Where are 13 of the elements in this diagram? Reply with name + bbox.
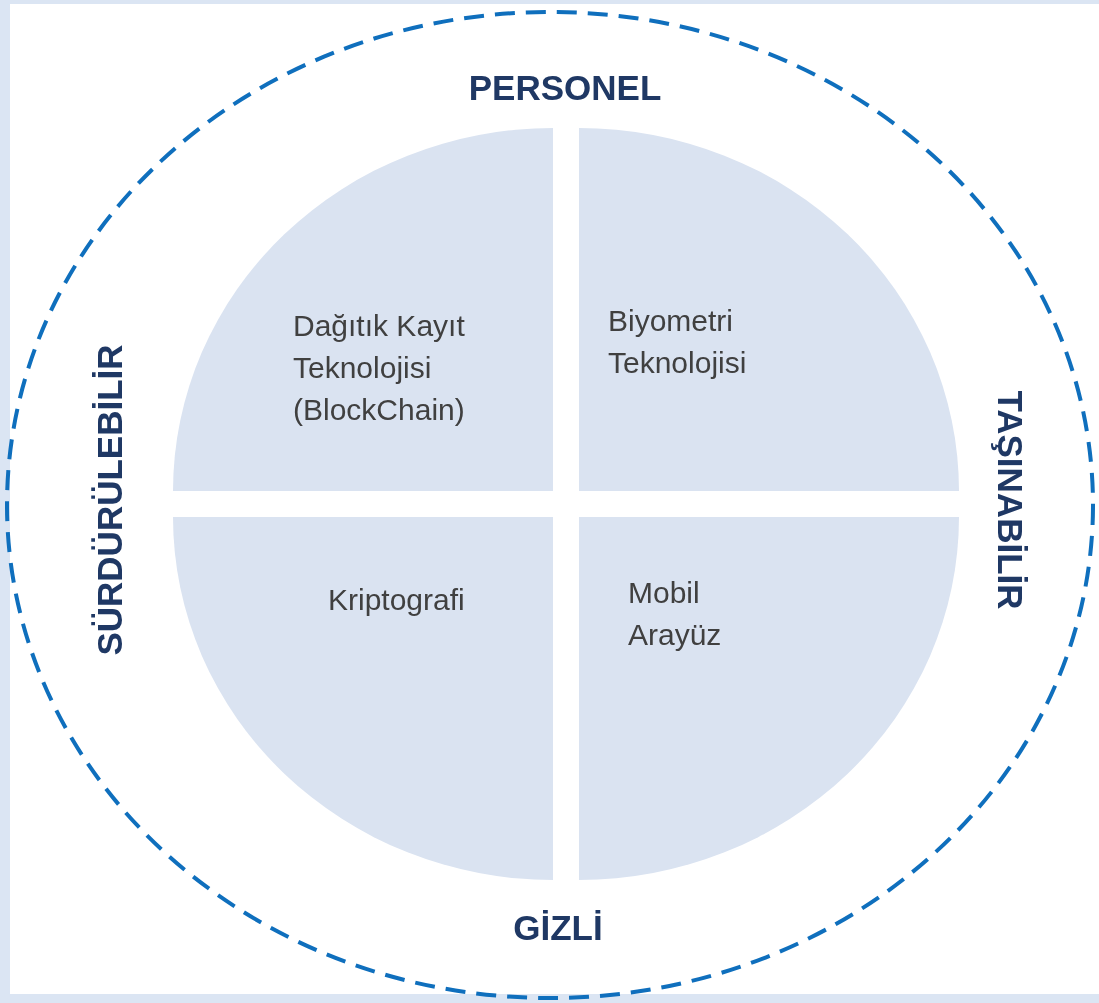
side-heading: TAŞINABİLİR: [990, 390, 1030, 610]
quadrant-shape: [579, 517, 959, 880]
quadrant-label: Dağıtık Kayıt Teknolojisi (BlockChain): [293, 308, 466, 428]
quadrant-label: Kriptografi: [328, 582, 466, 618]
quadrant-label: Biyometri Teknolojisi: [608, 303, 748, 381]
side-heading: SÜRDÜRÜLEBİLİR: [90, 344, 130, 656]
top-heading: PERSONEL: [468, 68, 662, 108]
quadrant-label: Mobil Arayüz: [628, 575, 723, 653]
bottom-heading: GİZLİ: [513, 908, 603, 948]
quadrant-shape: [579, 128, 959, 491]
quadrant-shape: [173, 517, 553, 880]
dashed-ellipse: [5, 10, 1095, 1000]
quadrant-shape: [173, 128, 553, 491]
